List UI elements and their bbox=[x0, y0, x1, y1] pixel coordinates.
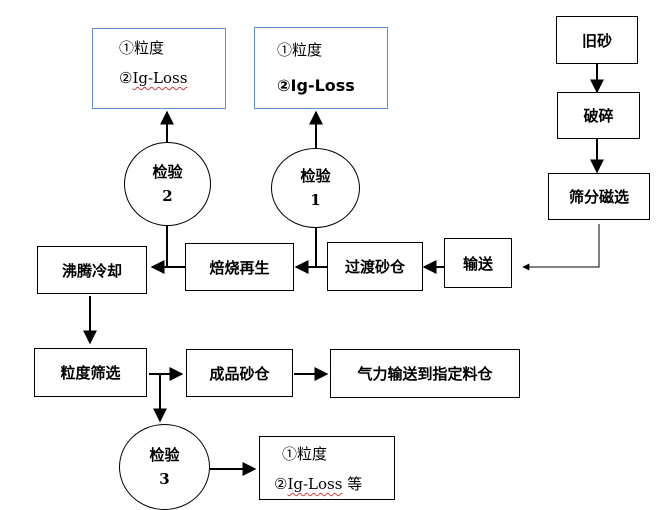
node-grain-screening: 粒度筛选 bbox=[34, 348, 147, 397]
node-old-sand: 旧砂 bbox=[556, 16, 638, 64]
info-box-3: ①粒度 ②Ig-Loss 等 bbox=[259, 436, 395, 500]
inspection-2-number: 2 bbox=[162, 187, 173, 205]
inspection-3-number: 3 bbox=[159, 470, 170, 488]
inspection-2: 检验 2 bbox=[124, 142, 211, 226]
inspection-3: 检验 3 bbox=[119, 424, 210, 510]
arrow-screening-conveying bbox=[522, 224, 600, 271]
node-screening-magnetic: 筛分磁选 bbox=[548, 173, 650, 220]
node-conveying: 输送 bbox=[444, 238, 512, 288]
info-box-1-line1: ①粒度 bbox=[119, 39, 165, 57]
ig-loss-term: Ig-Loss bbox=[287, 475, 343, 493]
node-transition-silo: 过渡砂仓 bbox=[327, 242, 423, 291]
info-box-1: ①粒度 ②Ig-Loss bbox=[92, 28, 226, 109]
info-box-1-line2: ②Ig-Loss bbox=[119, 69, 188, 87]
ig-loss-term: Ig-Loss bbox=[132, 69, 188, 87]
info-box-2: ①粒度 ②Ig-Loss bbox=[254, 27, 388, 109]
inspection-3-label: 检验 bbox=[149, 446, 180, 464]
node-crushing: 破碎 bbox=[557, 92, 640, 139]
inspection-2-label: 检验 bbox=[152, 163, 183, 181]
node-finished-silo: 成品砂仓 bbox=[186, 349, 293, 397]
inspection-1-label: 检验 bbox=[300, 167, 331, 185]
inspection-1-number: 1 bbox=[310, 191, 321, 209]
node-pneumatic-transport: 气力输送到指定料仓 bbox=[330, 349, 520, 398]
info-box-3-line2: ②Ig-Loss 等 bbox=[274, 475, 363, 493]
inspection-1: 检验 1 bbox=[271, 148, 360, 228]
info-box-2-line1: ①粒度 bbox=[277, 41, 323, 59]
info-box-2-line2: ②Ig-Loss bbox=[277, 76, 355, 95]
node-roasting: 焙烧再生 bbox=[185, 243, 294, 291]
node-boiling-cooling: 沸腾冷却 bbox=[37, 246, 147, 294]
info-box-3-line1: ①粒度 bbox=[282, 445, 328, 463]
